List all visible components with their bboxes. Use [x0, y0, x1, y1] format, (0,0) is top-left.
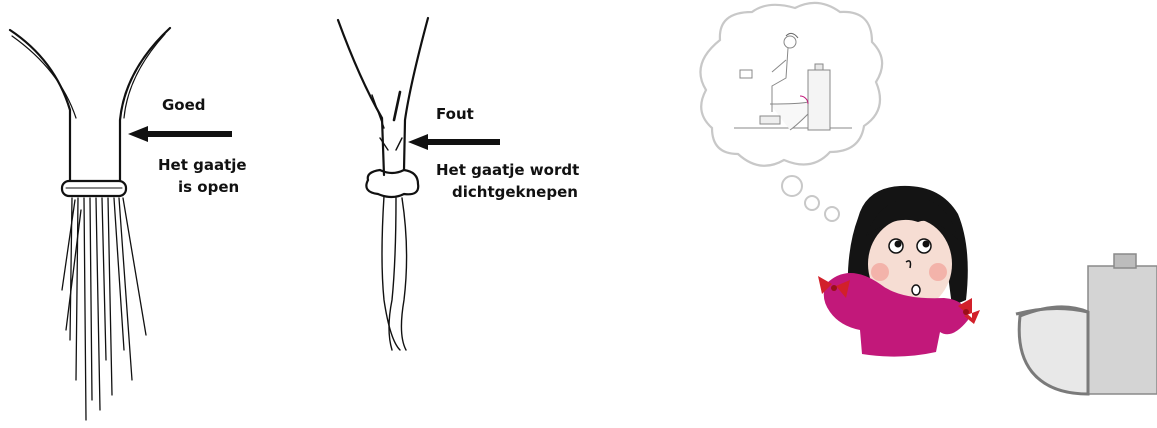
wrong-label: Fout	[436, 104, 474, 124]
thought-cloud	[700, 3, 882, 221]
open-caption-line2: is open	[178, 177, 239, 197]
arrow-left-icon	[128, 126, 232, 142]
arrow-left-icon	[408, 134, 500, 150]
worried-girl-icon	[818, 186, 980, 357]
toilet-icon	[1016, 254, 1157, 394]
open-sphincter-drawing	[10, 28, 170, 420]
closed-caption-line1: Het gaatje wordt	[436, 160, 579, 180]
closed-caption-line2: dichtgeknepen	[452, 182, 578, 202]
closed-sphincter-drawing	[338, 18, 428, 350]
good-label: Goed	[162, 95, 206, 115]
open-caption-line1: Het gaatje	[158, 155, 247, 175]
